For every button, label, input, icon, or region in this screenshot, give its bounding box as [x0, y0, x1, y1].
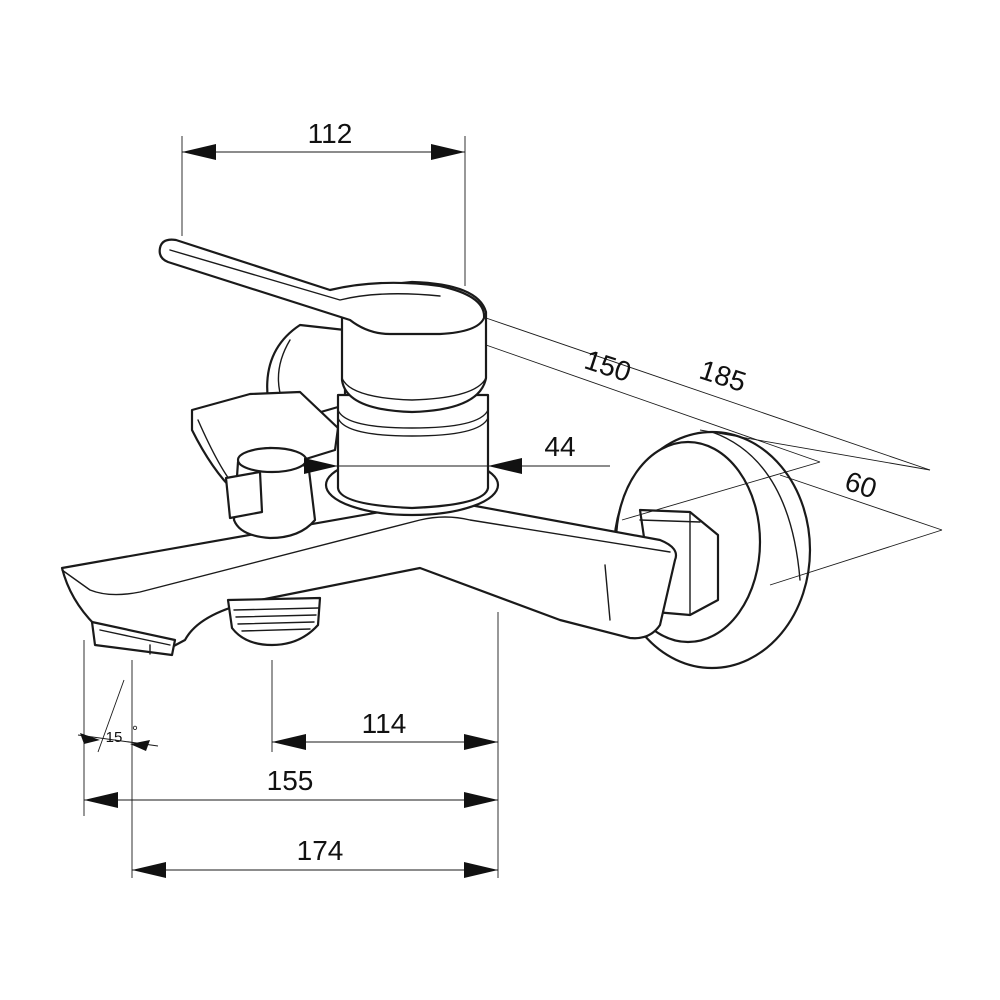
dim-outlet-to-wall: 114 — [271, 612, 499, 878]
dim-total-projection: 174 — [131, 660, 498, 878]
dim-total-projection-label: 174 — [297, 835, 344, 866]
dim-spout-to-wall: 155 — [83, 640, 498, 816]
spout-aerator — [90, 620, 177, 657]
diverter-knob — [224, 446, 317, 540]
dim-spout-to-wall-label: 155 — [267, 765, 314, 796]
mixer-body — [324, 393, 500, 517]
spout-arm — [60, 500, 678, 650]
dim-body-diameter: 44 — [302, 431, 610, 474]
dim-depth-total-label: 185 — [696, 354, 750, 398]
dim-spout-angle: 15 ° — [77, 679, 159, 753]
shower-outlet-thread — [226, 596, 322, 647]
dim-lever-width-label: 112 — [308, 118, 353, 149]
dim-wall-plate-label: 60 — [841, 465, 880, 504]
dim-body-diameter-label: 44 — [544, 431, 575, 462]
dim-spout-angle-unit: ° — [132, 723, 138, 740]
lever-handle — [158, 238, 486, 336]
dim-outlet-to-wall-label: 114 — [362, 708, 407, 739]
dim-spout-angle-label: 15 — [106, 729, 123, 746]
dim-lever-width: 112 — [181, 118, 466, 286]
